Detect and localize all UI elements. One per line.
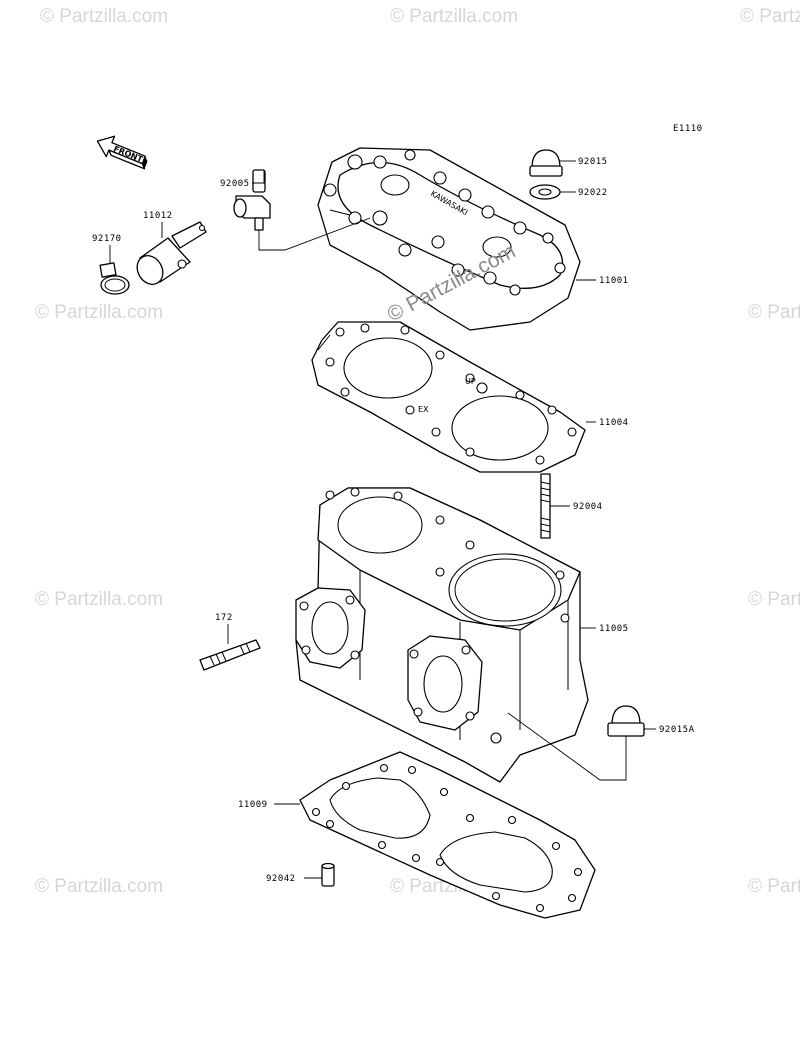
part-label-92005: 92005 [220, 179, 250, 189]
dowel-pin-92042 [321, 862, 335, 887]
part-label-11012: 11012 [143, 211, 173, 221]
gasket-mark-up: UP [465, 377, 476, 386]
part-label-11005: 11005 [599, 624, 629, 634]
part-label-172: 172 [215, 613, 233, 623]
watermark: © Partzilla.com [390, 6, 518, 27]
fitting-11012 [136, 221, 207, 285]
cap-nut-92015A [607, 705, 645, 737]
elbow-fitting-92005 [233, 169, 271, 231]
gasket-mark-ex: EX [418, 405, 429, 414]
cylinder-block-11005 [295, 487, 589, 783]
watermark: © Partzilla.com [748, 876, 800, 897]
part-label-92015A: 92015A [659, 725, 695, 735]
watermark: © Partzilla.com [35, 589, 163, 610]
part-label-92022: 92022 [578, 188, 608, 198]
watermark: © Partzilla.com [740, 6, 800, 27]
washer-92022 [529, 184, 561, 200]
part-label-11004: 11004 [599, 418, 629, 428]
part-label-92170: 92170 [92, 234, 122, 244]
part-label-92015: 92015 [578, 157, 608, 167]
part-label-92042: 92042 [266, 874, 296, 884]
hose-clamp-92170 [99, 262, 130, 295]
cap-nut-92015 [529, 149, 563, 177]
cylinder-head-11001: KAWASAKI [317, 147, 581, 331]
stud-172 [199, 639, 261, 671]
watermark: © Partzilla.com [40, 6, 168, 27]
watermark: © Partzilla.com [748, 589, 800, 610]
leader-lines [109, 160, 656, 879]
head-gasket-11004: UP EX [311, 321, 586, 473]
base-gasket-11009 [299, 751, 596, 919]
stud-92004 [540, 473, 551, 539]
part-label-11009: 11009 [238, 800, 268, 810]
front-arrow-icon: FRONT [96, 135, 148, 170]
diagram-code: E1110 [673, 124, 703, 134]
watermark: © Partzilla.com [748, 302, 800, 323]
watermark: © Partzilla.com [35, 302, 163, 323]
part-label-11001: 11001 [599, 276, 629, 286]
part-labels: 92015 92022 92005 11012 92170 11001 1100… [92, 157, 695, 884]
part-label-92004: 92004 [573, 502, 603, 512]
watermark: © Partzilla.com [35, 876, 163, 897]
